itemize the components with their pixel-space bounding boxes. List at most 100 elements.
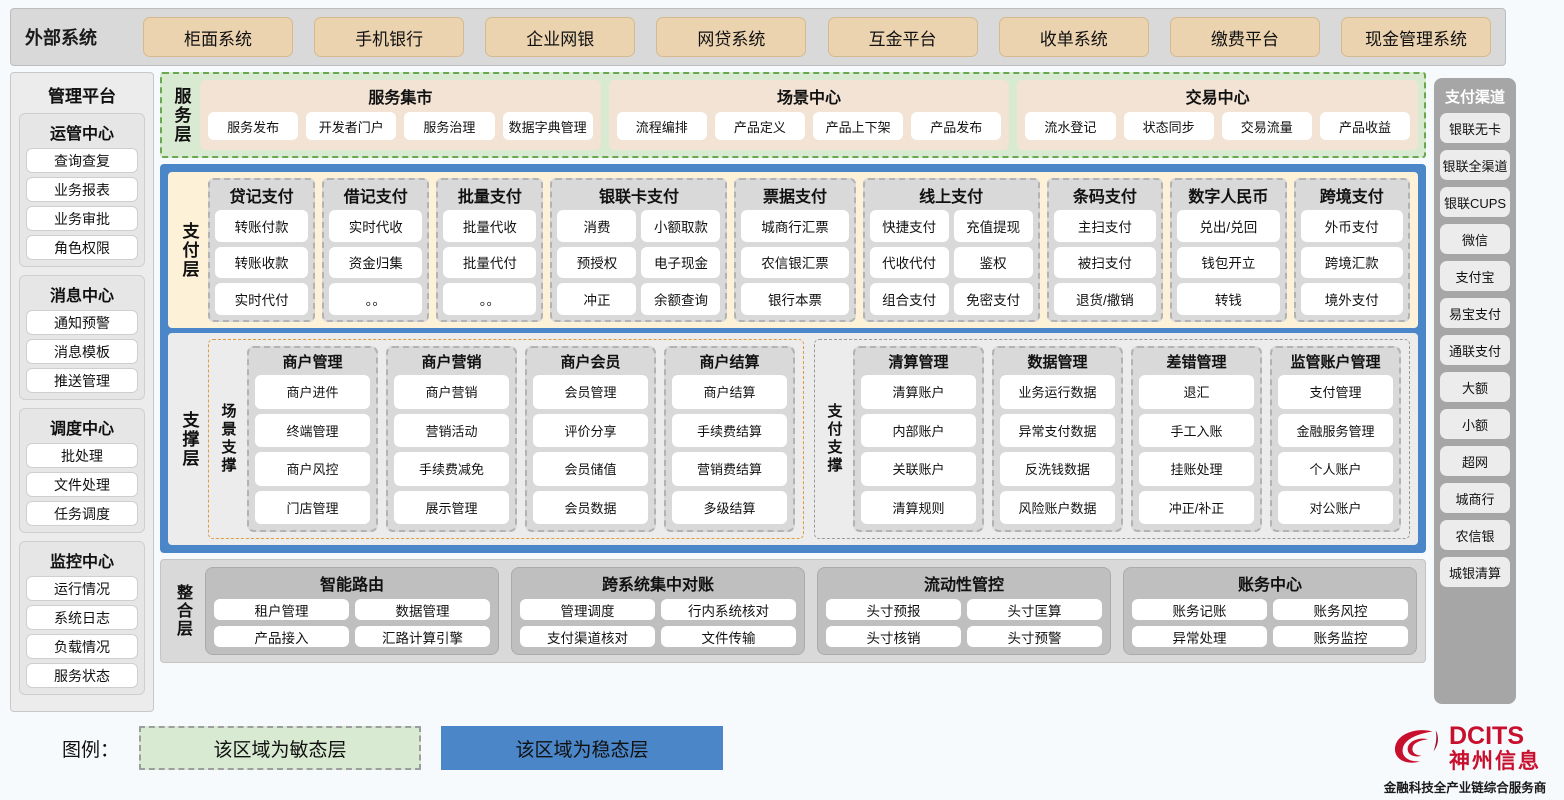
payment-item[interactable]: 批量代收	[443, 210, 537, 242]
support-item[interactable]: 异常支付数据	[1000, 413, 1115, 447]
support-item[interactable]: 风险账户数据	[1000, 490, 1115, 524]
payment-item[interactable]: 代收代付	[869, 246, 949, 279]
payment-item[interactable]: 充值提现	[953, 210, 1033, 242]
payment-channel-item[interactable]: 支付宝	[1440, 261, 1510, 291]
management-item[interactable]: 消息模板	[26, 339, 138, 364]
management-item[interactable]: 业务报表	[26, 177, 138, 202]
management-item[interactable]: 服务状态	[26, 663, 138, 688]
support-item[interactable]: 业务运行数据	[1000, 375, 1115, 409]
service-item[interactable]: 流程编排	[616, 112, 707, 140]
integration-item[interactable]: 头寸预报	[826, 599, 961, 620]
service-item[interactable]: 流水登记	[1025, 112, 1116, 140]
payment-item[interactable]: 退货/撤销	[1053, 283, 1157, 315]
management-item[interactable]: 文件处理	[26, 472, 138, 497]
integration-item[interactable]: 汇路计算引擎	[355, 626, 490, 647]
payment-item[interactable]: 预授权	[557, 246, 637, 279]
integration-item[interactable]: 租户管理	[214, 599, 349, 620]
external-system-chip[interactable]: 企业网银	[485, 17, 636, 57]
payment-item[interactable]: 余额查询	[641, 283, 721, 315]
service-item[interactable]: 服务发布	[208, 112, 299, 140]
external-system-chip[interactable]: 现金管理系统	[1340, 17, 1491, 57]
service-item[interactable]: 产品上下架	[813, 112, 904, 140]
payment-item[interactable]: 银行本票	[741, 283, 849, 315]
support-item[interactable]: 会员数据	[533, 490, 648, 524]
payment-item[interactable]: 免密支付	[953, 283, 1033, 315]
support-item[interactable]: 退汇	[1139, 375, 1254, 409]
integration-item[interactable]: 账务监控	[1273, 626, 1408, 647]
management-item[interactable]: 查询查复	[26, 148, 138, 173]
payment-channel-item[interactable]: 易宝支付	[1440, 298, 1510, 328]
external-system-chip[interactable]: 收单系统	[998, 17, 1149, 57]
support-item[interactable]: 清算规则	[861, 490, 976, 524]
payment-item[interactable]: 冲正	[557, 283, 637, 315]
payment-channel-item[interactable]: 微信	[1440, 224, 1510, 254]
integration-item[interactable]: 数据管理	[355, 599, 490, 620]
service-item[interactable]: 产品收益	[1319, 112, 1411, 140]
integration-item[interactable]: 支付渠道核对	[520, 626, 655, 647]
external-system-chip[interactable]: 网贷系统	[656, 17, 807, 57]
payment-item[interactable]: 电子现金	[641, 246, 721, 279]
service-item[interactable]: 交易流量	[1221, 112, 1312, 140]
payment-channel-item[interactable]: 通联支付	[1440, 335, 1510, 365]
support-item[interactable]: 商户风控	[255, 452, 370, 486]
support-item[interactable]: 商户进件	[255, 375, 370, 409]
payment-item[interactable]: 快捷支付	[869, 210, 949, 242]
support-item[interactable]: 手续费结算	[672, 413, 787, 447]
payment-item[interactable]: 组合支付	[869, 283, 949, 315]
support-item[interactable]: 反洗钱数据	[1000, 452, 1115, 486]
payment-item[interactable]: 转账收款	[215, 246, 309, 279]
support-item[interactable]: 个人账户	[1278, 452, 1393, 486]
integration-item[interactable]: 账务记账	[1132, 599, 1267, 620]
management-item[interactable]: 负载情况	[26, 634, 138, 659]
service-item[interactable]: 数据字典管理	[502, 112, 593, 140]
support-item[interactable]: 冲正/补正	[1139, 490, 1254, 524]
support-item[interactable]: 营销活动	[394, 413, 509, 447]
management-item[interactable]: 角色权限	[26, 235, 138, 260]
support-item[interactable]: 终端管理	[255, 413, 370, 447]
payment-item[interactable]: 外币支付	[1300, 210, 1404, 242]
support-item[interactable]: 商户营销	[394, 375, 509, 409]
payment-channel-item[interactable]: 银联无卡	[1440, 113, 1510, 143]
support-item[interactable]: 多级结算	[672, 490, 787, 524]
payment-item[interactable]: 境外支付	[1300, 283, 1404, 315]
support-item[interactable]: 展示管理	[394, 490, 509, 524]
support-item[interactable]: 支付管理	[1278, 375, 1393, 409]
payment-item[interactable]: 实时代付	[215, 283, 309, 315]
payment-item[interactable]: 。。	[443, 283, 537, 315]
payment-item[interactable]: 批量代付	[443, 246, 537, 279]
payment-channel-item[interactable]: 农信银	[1440, 520, 1510, 550]
integration-item[interactable]: 账务风控	[1273, 599, 1408, 620]
integration-item[interactable]: 头寸核销	[826, 626, 961, 647]
support-item[interactable]: 商户结算	[672, 375, 787, 409]
integration-item[interactable]: 头寸预警	[967, 626, 1102, 647]
service-item[interactable]: 状态同步	[1123, 112, 1214, 140]
payment-channel-item[interactable]: 城银清算	[1440, 557, 1510, 587]
payment-channel-item[interactable]: 城商行	[1440, 483, 1510, 513]
payment-item[interactable]: 被扫支付	[1053, 246, 1157, 279]
payment-item[interactable]: 城商行汇票	[741, 210, 849, 242]
external-system-chip[interactable]: 互金平台	[827, 17, 978, 57]
support-item[interactable]: 会员管理	[533, 375, 648, 409]
management-item[interactable]: 业务审批	[26, 206, 138, 231]
support-item[interactable]: 关联账户	[861, 452, 976, 486]
support-item[interactable]: 对公账户	[1278, 490, 1393, 524]
payment-item[interactable]: 钱包开立	[1177, 246, 1280, 279]
management-item[interactable]: 系统日志	[26, 605, 138, 630]
payment-channel-item[interactable]: 小额	[1440, 409, 1510, 439]
support-item[interactable]: 手工入账	[1139, 413, 1254, 447]
payment-channel-item[interactable]: 大额	[1440, 372, 1510, 402]
payment-item[interactable]: 消费	[557, 210, 637, 242]
management-item[interactable]: 运行情况	[26, 576, 138, 601]
payment-item[interactable]: 主扫支付	[1053, 210, 1157, 242]
integration-item[interactable]: 头寸匡算	[967, 599, 1102, 620]
management-item[interactable]: 任务调度	[26, 501, 138, 526]
support-item[interactable]: 内部账户	[861, 413, 976, 447]
management-item[interactable]: 通知预警	[26, 310, 138, 335]
integration-item[interactable]: 异常处理	[1132, 626, 1267, 647]
payment-item[interactable]: 小额取款	[641, 210, 721, 242]
integration-item[interactable]: 产品接入	[214, 626, 349, 647]
support-item[interactable]: 金融服务管理	[1278, 413, 1393, 447]
payment-item[interactable]: 转钱	[1177, 283, 1280, 315]
payment-channel-item[interactable]: 银联CUPS	[1440, 187, 1510, 217]
payment-item[interactable]: 鉴权	[953, 246, 1033, 279]
